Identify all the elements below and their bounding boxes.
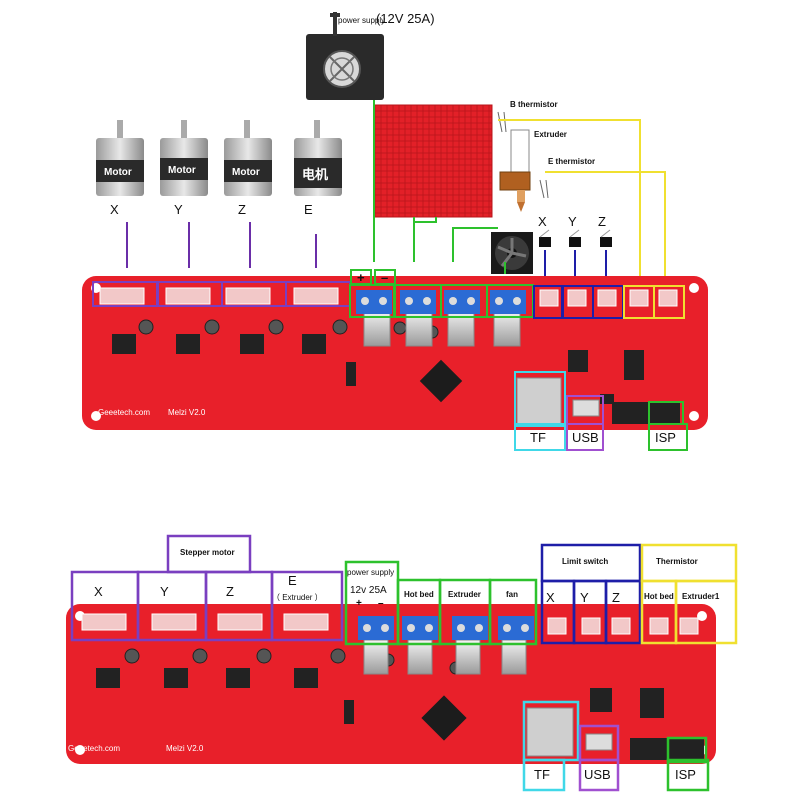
top-board-model: Melzi V2.0 bbox=[168, 408, 206, 417]
extruder-label: Extruder bbox=[534, 130, 567, 139]
bottom-minus: – bbox=[378, 598, 384, 609]
motor-e-text: 电机 bbox=[302, 167, 329, 182]
top-plus: + bbox=[357, 270, 365, 285]
motor-x-axis: X bbox=[110, 202, 119, 217]
bottom-tf-label: TF bbox=[534, 767, 550, 782]
motor-x-text: Motor bbox=[104, 167, 132, 178]
bottom-hot-bed: Hot bed bbox=[404, 590, 434, 599]
bottom-thermistor-hot-bed: Hot bed bbox=[644, 592, 674, 601]
top-board-brand: Geeetech.com bbox=[98, 408, 151, 417]
thermistor-wires bbox=[498, 119, 666, 286]
headers-top bbox=[99, 287, 678, 307]
bottom-board-model: Melzi V2.0 bbox=[166, 744, 204, 753]
b-thermistor-label: B thermistor bbox=[510, 100, 558, 109]
top-tf-label: TF bbox=[530, 430, 546, 445]
bottom-limit-x: X bbox=[546, 590, 555, 605]
terminal-blocks-bottom bbox=[358, 616, 534, 675]
bottom-board-brand: Geeetech.com bbox=[68, 744, 121, 753]
limit-y-label: Y bbox=[568, 214, 577, 229]
e-thermistor-label: E thermistor bbox=[548, 157, 596, 166]
top-isp-label: ISP bbox=[655, 430, 676, 445]
bottom-thermistor-extruder: Extruder1 bbox=[682, 592, 720, 601]
bottom-limit-y: Y bbox=[580, 590, 589, 605]
highlight-boxes-top bbox=[92, 269, 688, 451]
thermistor-label: Thermistor bbox=[656, 557, 698, 566]
extruder-hotend bbox=[497, 111, 549, 212]
bottom-e-label: E bbox=[288, 573, 297, 588]
motor-y-axis: Y bbox=[174, 202, 183, 217]
power-supply-unit bbox=[306, 12, 384, 100]
bottom-e-sub: （ Extruder ） bbox=[272, 593, 323, 602]
bottom-isp-label: ISP bbox=[675, 767, 696, 782]
power-supply-spec: (12V 25A) bbox=[376, 11, 435, 26]
headers-bottom bbox=[81, 613, 699, 635]
bottom-z-label: Z bbox=[226, 584, 234, 599]
bottom-power-spec: 12v 25A bbox=[350, 585, 387, 596]
bottom-y-label: Y bbox=[160, 584, 169, 599]
stepper-motors bbox=[96, 120, 342, 196]
bottom-power-supply: power supply bbox=[347, 568, 395, 577]
board-top bbox=[82, 276, 708, 430]
motor-wires bbox=[126, 222, 317, 268]
limit-z-label: Z bbox=[598, 214, 606, 229]
limit-x-label: X bbox=[538, 214, 547, 229]
motor-e-axis: E bbox=[304, 202, 313, 217]
bottom-limit-z: Z bbox=[612, 590, 620, 605]
power-supply-label: power supply bbox=[338, 16, 386, 25]
motor-z-axis: Z bbox=[238, 202, 246, 217]
motor-z-text: Motor bbox=[232, 167, 260, 178]
stepper-motor-label: Stepper motor bbox=[180, 548, 235, 557]
bottom-fan: fan bbox=[506, 590, 518, 599]
heated-bed bbox=[373, 104, 493, 218]
power-wires bbox=[373, 100, 506, 274]
bottom-usb-label: USB bbox=[584, 767, 611, 782]
limit-switch-icons bbox=[539, 229, 612, 247]
top-minus: – bbox=[381, 270, 389, 285]
cooling-fan bbox=[491, 232, 533, 274]
top-usb-label: USB bbox=[572, 430, 599, 445]
bottom-plus: + bbox=[356, 598, 362, 609]
bottom-extruder: Extruder bbox=[448, 590, 481, 599]
motor-y-text: Motor bbox=[168, 165, 196, 176]
bottom-x-label: X bbox=[94, 584, 103, 599]
highlight-boxes-bottom bbox=[70, 534, 738, 792]
limit-switch-label: Limit switch bbox=[562, 557, 609, 566]
